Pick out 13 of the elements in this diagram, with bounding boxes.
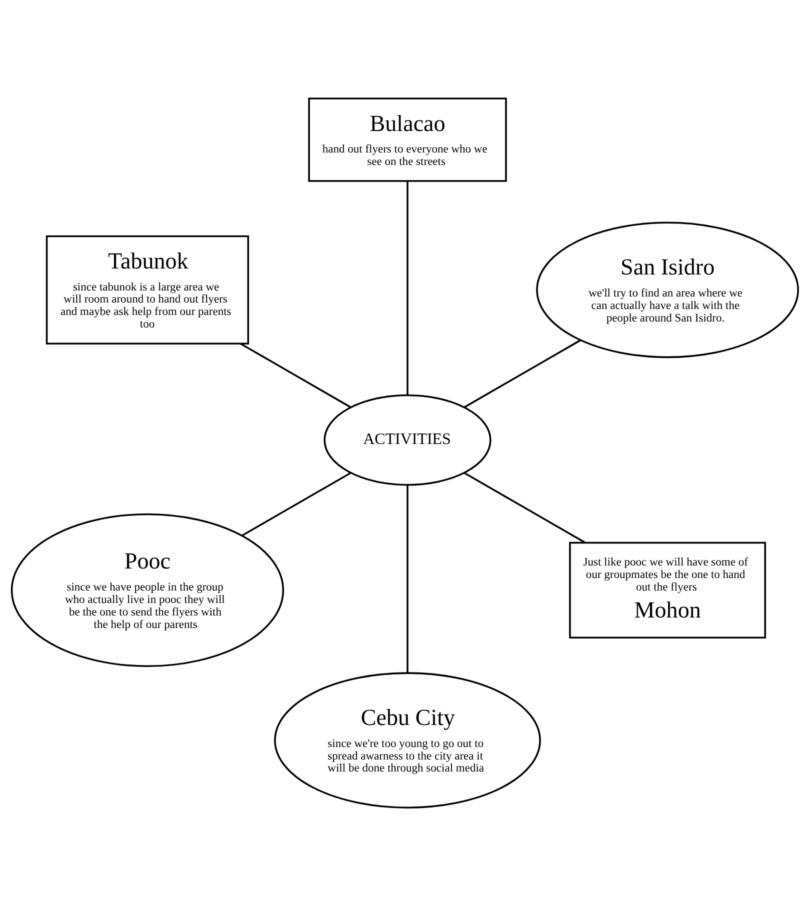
node-box: Bulacao hand out flyers to everyone who we see on the streets (308, 97, 507, 182)
connector (240, 342, 352, 408)
connector (241, 472, 352, 536)
node-ellipse: Cebu City since we're too young to go out to spread awarness to the city area it will be done through social media (274, 672, 541, 808)
node-box: Tabunok since tabunok is a large area we will room around to hand out flyers and maybe ask help from our parents too (46, 234, 250, 344)
node-ellipse: Pooc since we have people in the group who actually live in pooc they will be the one to send the flyers with the help of our parents (10, 512, 284, 667)
connector (406, 484, 408, 673)
node-ellipse: ACTIVITIES (324, 394, 492, 486)
node-box: Just like pooc we will have some of our groupmates be the one to hand out the flyers Mohon (569, 541, 766, 638)
connector (464, 338, 582, 408)
node-ellipse: San Isidro we'll try to find an area where we can actually have a talk with the people around San Isidro. (536, 221, 799, 358)
connector (406, 180, 408, 395)
connector (464, 472, 586, 543)
